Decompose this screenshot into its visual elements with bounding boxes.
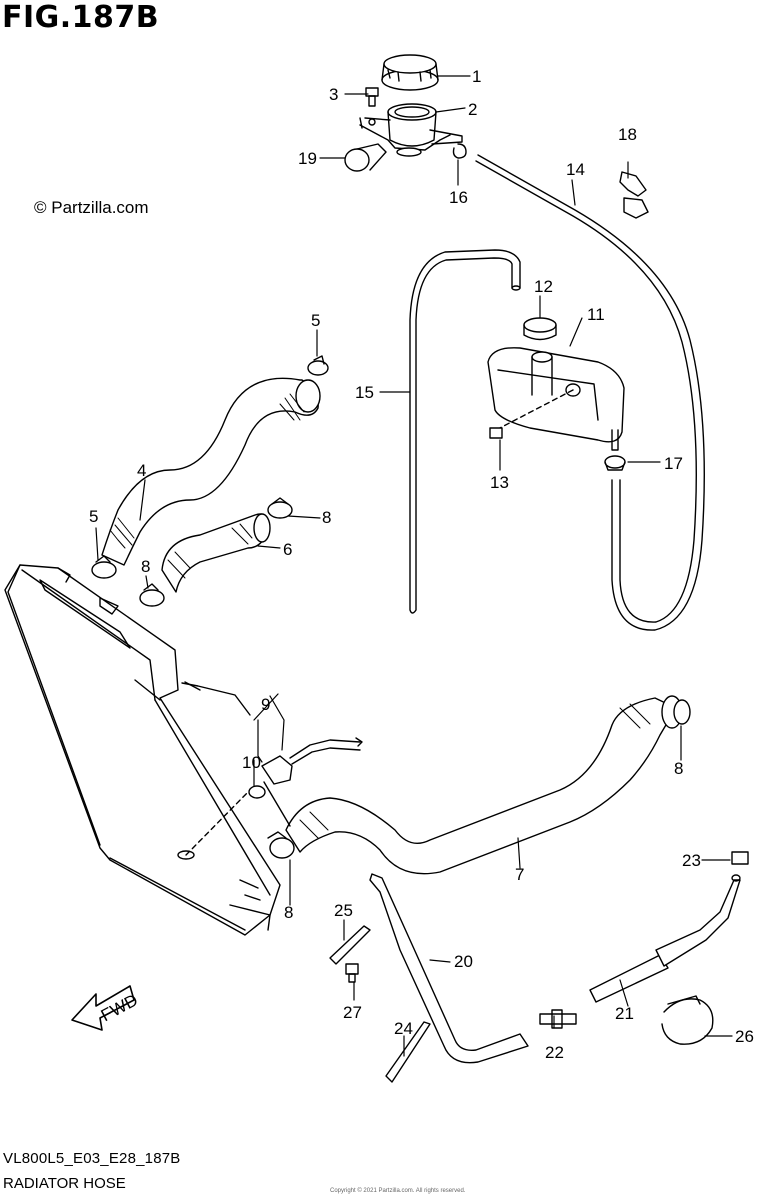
bracket-25-part xyxy=(329,925,371,965)
callout-20: 20 xyxy=(454,952,473,971)
callout-9: 9 xyxy=(261,695,270,714)
drain-hose-part xyxy=(369,873,529,1064)
callout-8-right: 8 xyxy=(674,759,683,778)
overflow-hose-part xyxy=(475,154,705,631)
diagram-code: VL800L5_E03_E28_187B xyxy=(3,1150,181,1167)
callout-3: 3 xyxy=(329,85,338,104)
callout-1: 1 xyxy=(472,67,481,86)
upper-hose-clamps xyxy=(91,355,329,607)
callout-6: 6 xyxy=(283,540,292,559)
callout-14: 14 xyxy=(566,160,585,179)
callout-19: 19 xyxy=(298,149,317,168)
breather-hose-part xyxy=(409,249,521,614)
callout-25: 25 xyxy=(334,901,353,920)
joint-22-part xyxy=(539,1009,577,1029)
callout-7: 7 xyxy=(515,865,524,884)
bracket-24-part xyxy=(385,1021,431,1083)
lower-radiator-hose-part xyxy=(285,695,683,875)
hose-part xyxy=(161,513,271,593)
diagram-caption: RADIATOR HOSE xyxy=(3,1175,126,1192)
callout-2: 2 xyxy=(468,100,477,119)
callout-27: 27 xyxy=(343,1003,362,1022)
fine-print: Copyright © 2021 Partzilla.com. All righ… xyxy=(330,1188,466,1194)
callout-labels: 1 2 3 4 5 5 6 7 8 8 8 8 9 10 11 12 13 14… xyxy=(89,67,754,1062)
callout-11: 11 xyxy=(587,305,605,324)
bolt-27-part xyxy=(345,963,359,983)
callout-8-lower: 8 xyxy=(284,903,293,922)
callout-8-upper-left: 8 xyxy=(141,557,150,576)
callout-8-upper-right: 8 xyxy=(322,508,331,527)
callout-10: 10 xyxy=(242,753,261,772)
clamp-part xyxy=(344,143,387,172)
callout-23: 23 xyxy=(682,851,701,870)
callout-16: 16 xyxy=(449,188,468,207)
figure-title: FIG.187B xyxy=(2,0,160,35)
thermo-switch-part xyxy=(181,682,363,827)
filler-neck-part xyxy=(359,103,463,157)
callout-12: 12 xyxy=(534,277,553,296)
clip-part xyxy=(452,143,467,159)
callout-13: 13 xyxy=(490,473,509,492)
clip-23-part xyxy=(731,851,749,865)
watermark: © Partzilla.com xyxy=(34,198,149,217)
radiator-cap-part xyxy=(381,54,439,91)
callout-26: 26 xyxy=(735,1027,754,1046)
tank-bolt-part xyxy=(489,427,503,439)
small-clamp-part xyxy=(604,455,626,471)
reservoir-cap-part xyxy=(523,317,557,341)
lower-hose-clamps xyxy=(267,699,691,859)
callout-15: 15 xyxy=(355,383,374,402)
callout-17: 17 xyxy=(664,454,683,473)
radiator-part xyxy=(4,564,281,936)
fwd-arrow-icon xyxy=(71,985,135,1031)
leader-lines xyxy=(95,75,733,1057)
callout-5-upper: 5 xyxy=(311,311,320,330)
upper-radiator-hose-part xyxy=(101,377,321,566)
hose-21-part xyxy=(589,874,741,1003)
reservoir-tank-part xyxy=(487,347,625,451)
callout-4: 4 xyxy=(137,461,146,480)
callout-18: 18 xyxy=(618,125,637,144)
hose-clamp-part xyxy=(619,171,649,219)
callout-24: 24 xyxy=(394,1019,413,1038)
callout-5-lower: 5 xyxy=(89,507,98,526)
hose-clamp-26-part xyxy=(661,995,714,1045)
bolt-part xyxy=(365,87,379,107)
callout-21: 21 xyxy=(615,1004,634,1023)
callout-22: 22 xyxy=(545,1043,564,1062)
